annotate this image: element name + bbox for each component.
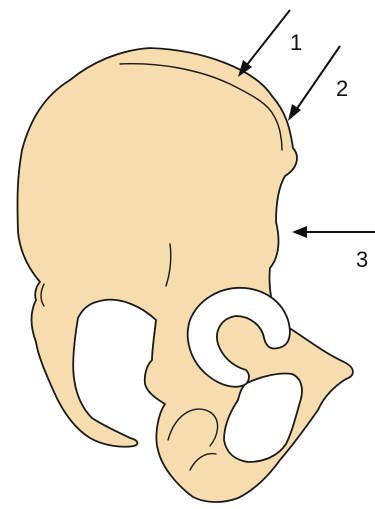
arrow-1-shaft [246,10,290,66]
label-2: 2 [336,76,348,101]
arrow-3-head [292,226,307,238]
arrow-2 [288,46,340,121]
label-3: 3 [356,247,368,272]
hip-bone-outline [17,48,352,502]
label-1: 1 [290,30,302,55]
arrow-1 [238,10,290,77]
arrow-2-shaft [296,46,340,110]
arrow-3 [292,226,375,238]
